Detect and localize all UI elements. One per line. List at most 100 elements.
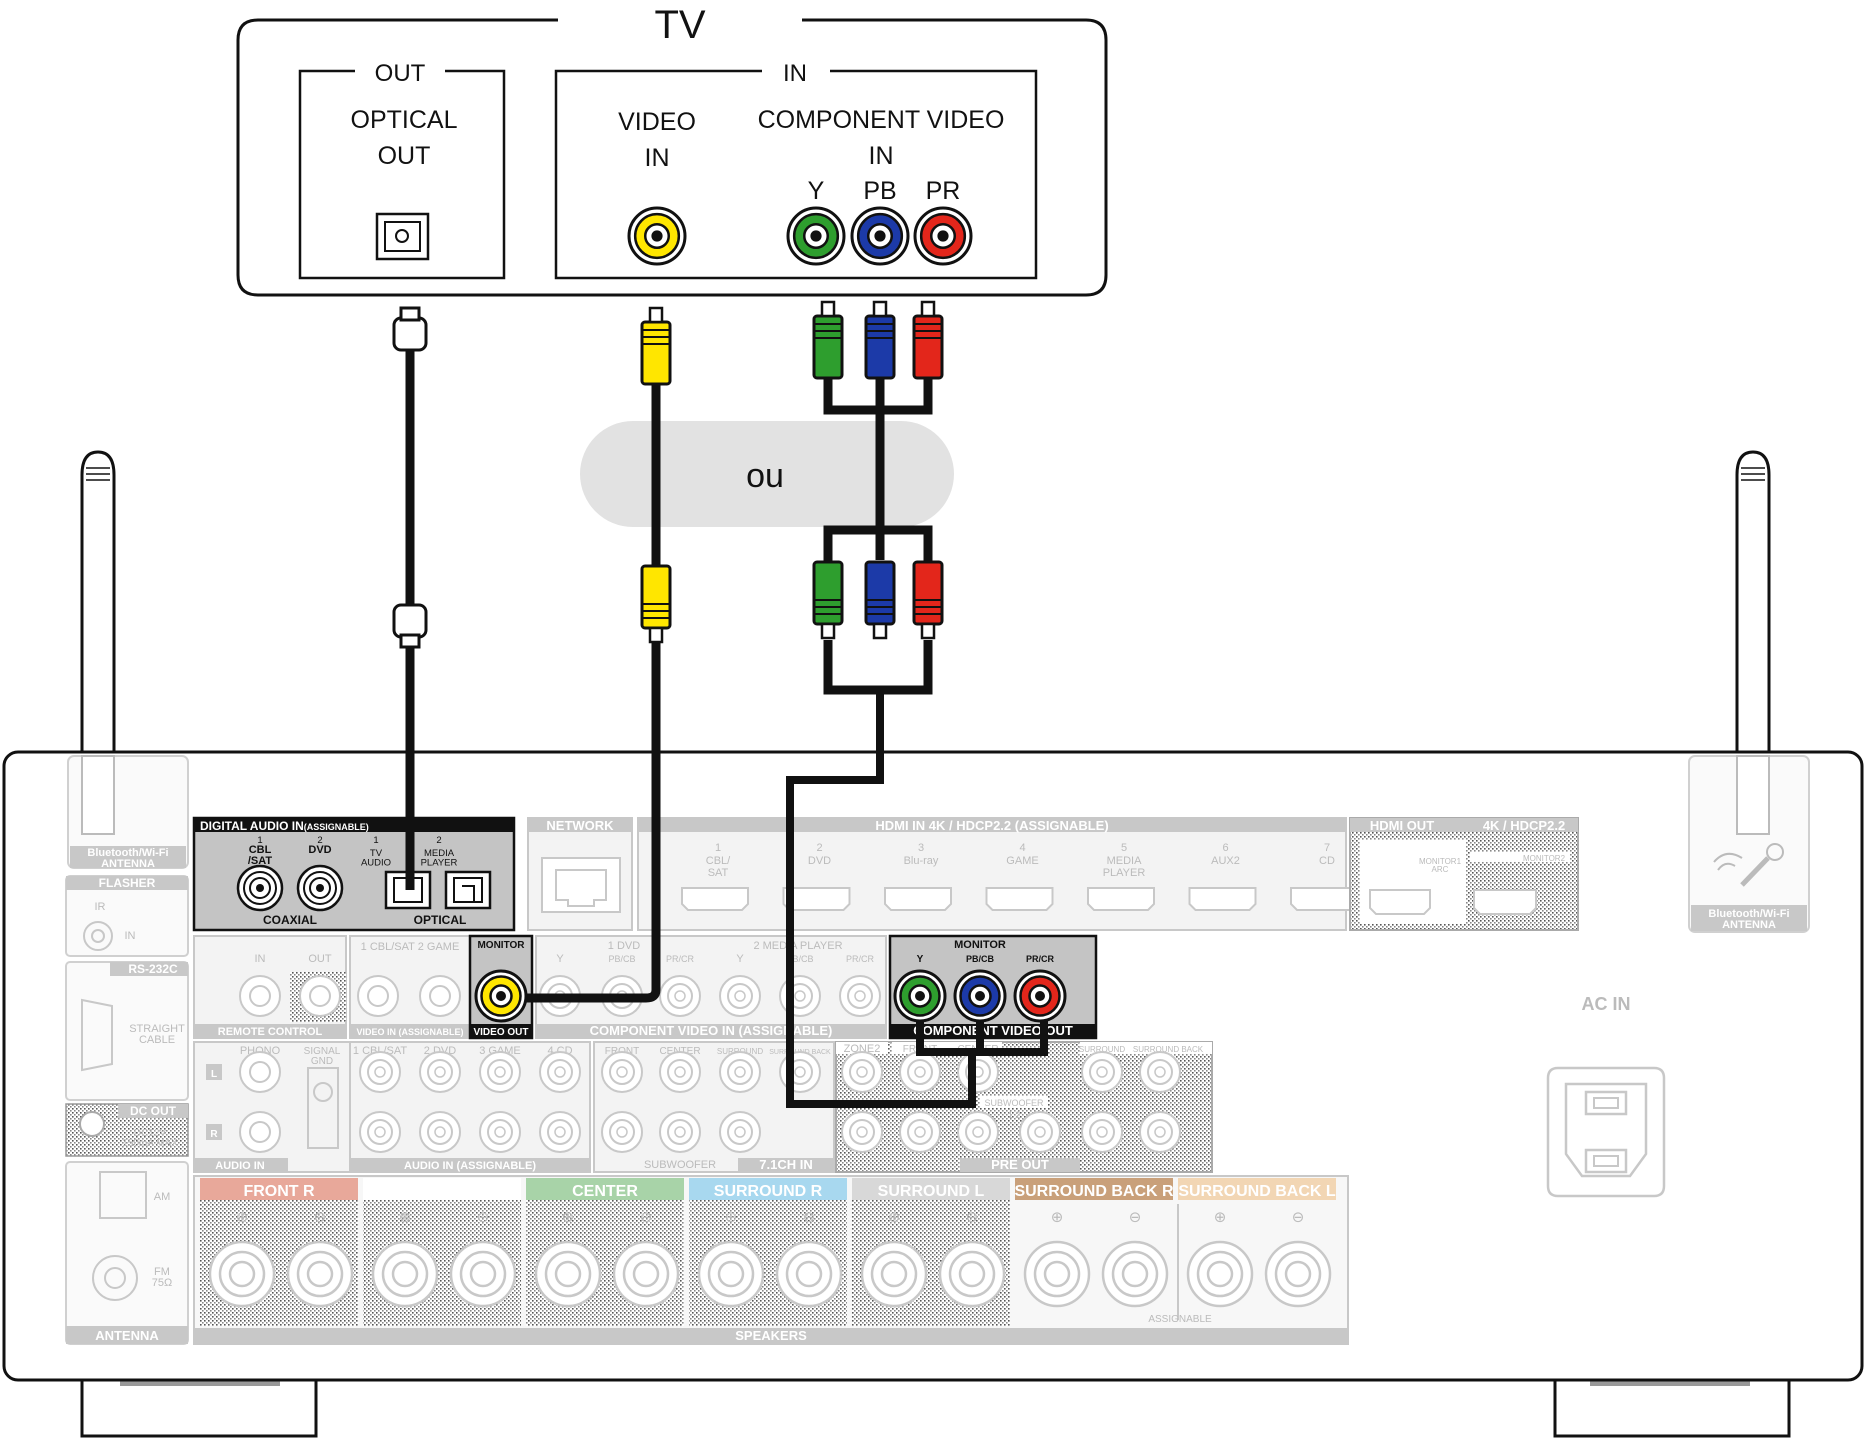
foot-left-pad xyxy=(120,1378,280,1386)
antenna-label: ANTENNA xyxy=(95,1328,159,1343)
speaker-label: SURROUND BACK L xyxy=(1178,1183,1336,1200)
speaker-label-bg xyxy=(526,1178,684,1200)
coaxial-label: COAXIAL xyxy=(263,913,317,927)
pre-out-jack-top-2 xyxy=(899,1051,941,1093)
hdmi-input-num: 3 xyxy=(918,842,924,854)
component-cable-to-receiver xyxy=(786,690,976,1108)
coax-2-num: 2 xyxy=(317,835,322,846)
speaker-label: FRONT L xyxy=(407,1183,477,1200)
audio-in-jack-r-2 xyxy=(419,1111,461,1153)
component-cable-lower-split xyxy=(823,525,933,570)
speaker-side: L xyxy=(975,1183,985,1200)
hdmi-input-name: PLAYER xyxy=(1103,867,1146,879)
ir-label: IR xyxy=(95,901,106,913)
speaker-side: R xyxy=(1162,1183,1174,1200)
comp-in-pb1: PB/CB xyxy=(608,954,635,964)
hdmi-port-shape xyxy=(681,887,749,911)
network-label: NETWORK xyxy=(546,818,614,833)
speaker-terminal-post xyxy=(1264,1240,1332,1308)
assignable-label: ASSIGNABLE xyxy=(1148,1314,1212,1325)
audio-in-source-label: 1 CBL/SAT xyxy=(353,1045,407,1057)
video-in-panel: 1 CBL/SAT 2 GAME VIDEO IN (ASSIGNABLE) xyxy=(349,935,473,1039)
hdmi-input-name: Blu-ray xyxy=(904,855,939,867)
speaker-terminal-post xyxy=(1023,1240,1091,1308)
digital-audio-in-label: DIGITAL AUDIO IN(ASSIGNABLE) xyxy=(200,819,369,833)
flasher-in-label: IN xyxy=(125,930,136,942)
plus-icon: ⊕ xyxy=(725,1209,738,1226)
speaker-label-bg xyxy=(852,1178,1010,1200)
tv-component-pb-jack xyxy=(850,206,910,266)
receiver-highlighted-jacks xyxy=(474,969,1067,1023)
composite-cable-lower xyxy=(500,640,661,1003)
pre-surround-label: SURROUND xyxy=(1079,1045,1125,1054)
minus-icon: ⊖ xyxy=(1292,1209,1305,1226)
component-plug-top-pb xyxy=(864,300,896,380)
speaker-group-6: SURROUND BACK R⊕⊖ xyxy=(1014,1178,1174,1308)
video-out-label: VIDEO OUT xyxy=(473,1027,528,1038)
zone2-label: ZONE2 xyxy=(844,1043,881,1055)
tv-optical-out-jack xyxy=(375,212,430,261)
tv-video-in-label-1: VIDEO xyxy=(618,108,696,136)
remote-in-label: IN xyxy=(255,953,266,965)
antenna-left xyxy=(80,450,116,834)
tv-pr-label: PR xyxy=(926,177,961,205)
component-cable-bottom-split xyxy=(823,640,933,695)
optical-jack-2 xyxy=(444,870,492,910)
tv-optical-label-1: OPTICAL xyxy=(351,106,458,134)
pre-out-jack-bottom-5 xyxy=(1081,1111,1123,1153)
audio-in-jack-r-1 xyxy=(359,1111,401,1153)
speaker-label: SURROUND R xyxy=(714,1183,823,1200)
hdmi-port-shape xyxy=(1087,887,1155,911)
hdmi-input-name: CD xyxy=(1319,855,1335,867)
audio-in-jack-r-4 xyxy=(539,1111,581,1153)
plus-icon: ⊕ xyxy=(236,1209,249,1226)
hdmi-input-num: 6 xyxy=(1222,842,1228,854)
receiver-component-out-y-jack xyxy=(893,969,947,1023)
speaker-group-3: CENTER⊕⊖ xyxy=(526,1178,684,1326)
speakers-label: SPEAKERS xyxy=(735,1328,807,1343)
tv-component-y-jack xyxy=(786,206,846,266)
comp-in-y1: Y xyxy=(556,953,564,965)
hdmi-input-num: 1 xyxy=(715,842,721,854)
phono-r-label: R xyxy=(210,1129,218,1140)
speaker-terminal-post xyxy=(1101,1240,1169,1308)
minus-icon: ⊖ xyxy=(1129,1209,1142,1226)
plus-icon: ⊕ xyxy=(562,1209,575,1226)
hdmi-in-panel: HDMI IN 4K / HDCP2.2 (ASSIGNABLE) 1CBL/S… xyxy=(637,817,1358,931)
speaker-terminal-post xyxy=(860,1240,928,1308)
coax-1-label: CBL/SAT xyxy=(248,844,273,867)
speaker-terminal-post xyxy=(938,1240,1006,1308)
speaker-label: SURROUND BACK R xyxy=(1014,1183,1174,1200)
audio-in-jack-l-4 xyxy=(539,1051,581,1093)
speaker-side: R xyxy=(303,1183,315,1200)
pre-out-jack-bottom-6 xyxy=(1139,1111,1181,1153)
ch71-jack-bottom-1 xyxy=(601,1111,643,1153)
coax-2-label: DVD xyxy=(308,844,331,856)
pre-out-jack-bottom-1 xyxy=(841,1111,883,1153)
minus-icon: ⊖ xyxy=(314,1209,327,1226)
minus-icon: ⊖ xyxy=(966,1209,979,1226)
foot-left xyxy=(80,1378,318,1438)
tv-video-in-jack xyxy=(627,206,687,266)
hdmi-input-num: 7 xyxy=(1324,842,1330,854)
comp-in-pr2: PR/CR xyxy=(846,954,875,964)
comp-in-pb2: PB/CB xyxy=(786,954,813,964)
plus-icon: ⊕ xyxy=(888,1209,901,1226)
component-plug-bottom-pr xyxy=(912,560,944,640)
hdmi-input-num: 5 xyxy=(1121,842,1127,854)
hdmi-out-spec: 4K / HDCP2.2 xyxy=(1483,818,1565,833)
tv-video-in-label-2: IN xyxy=(645,144,670,172)
audio-in-assignable-label: AUDIO IN (ASSIGNABLE) xyxy=(404,1160,536,1172)
tv-pb-label: PB xyxy=(863,177,896,205)
pre-subwoofer-label: SUBWOOFER xyxy=(984,1098,1044,1108)
foot-right-pad xyxy=(1590,1378,1750,1386)
speaker-terminals: FRONT R⊕⊖FRONT L⊕⊖CENTER⊕⊖SURROUND R⊕⊖SU… xyxy=(200,1178,1336,1326)
component-plug-top-y xyxy=(812,300,844,380)
